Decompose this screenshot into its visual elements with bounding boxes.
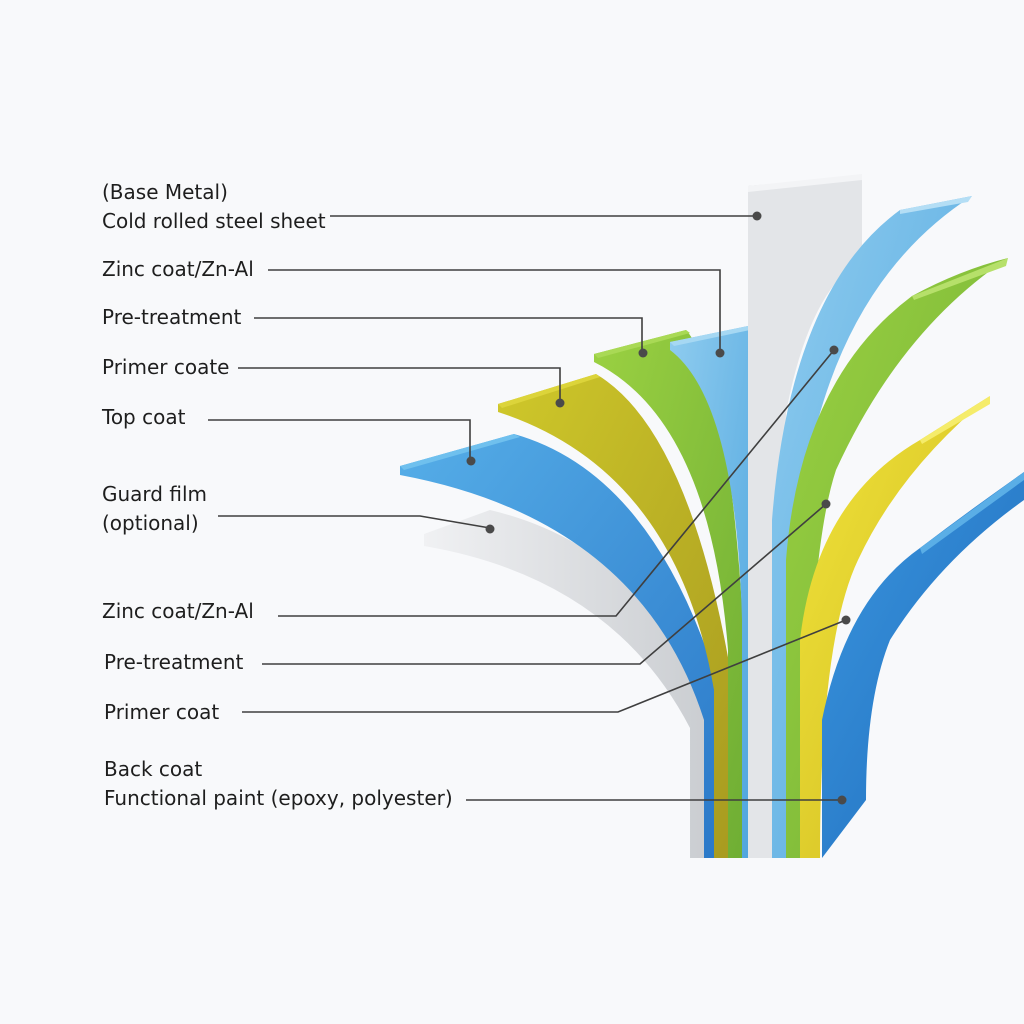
- label-pre-treatment-front: Pre-treatment: [102, 303, 241, 332]
- dot-primer-coate: [555, 398, 565, 408]
- dot-pre-treatment-front: [638, 348, 648, 358]
- label-base-metal-line-2: Cold rolled steel sheet: [102, 209, 326, 233]
- leader-primer-coat-back: [242, 619, 847, 713]
- dot-pre-treatment-back: [821, 499, 831, 509]
- label-base-metal-line-1: (Base Metal): [102, 180, 228, 204]
- label-base-metal: (Base Metal) Cold rolled steel sheet: [102, 178, 326, 236]
- leader-guard-film: [218, 515, 491, 529]
- label-primer-coate: Primer coate: [102, 353, 230, 382]
- back-zinc-coat-layer: [772, 196, 972, 858]
- label-top-coat: Top coat: [102, 403, 185, 432]
- leader-lines: [208, 215, 847, 801]
- front-layers: [400, 326, 752, 858]
- back-zinc-coat-edge: [900, 196, 972, 214]
- zinc-coat-layer: [670, 326, 752, 858]
- label-back-coat-line-2: Functional paint (epoxy, polyester): [104, 786, 453, 810]
- guard-film-layer: [424, 510, 718, 858]
- label-primer-coat-back: Primer coat: [104, 698, 219, 727]
- leader-primer-coate: [238, 367, 561, 402]
- back-primer-coat-layer: [800, 396, 990, 858]
- zinc-coat-edge: [670, 326, 750, 346]
- dot-base-metal: [752, 211, 762, 221]
- top-coat-layer: [400, 434, 724, 858]
- label-pre-treatment-front-text: Pre-treatment: [102, 305, 242, 329]
- label-primer-coate-text: Primer coate: [102, 355, 230, 379]
- label-pre-treatment-back-text: Pre-treatment: [104, 650, 244, 674]
- dot-back-coat: [837, 795, 847, 805]
- label-zinc-coat-back-text: Zinc coat/Zn-Al: [102, 599, 254, 623]
- dot-primer-coat-back: [841, 615, 851, 625]
- leader-zinc-coat-back: [278, 349, 835, 617]
- dot-zinc-coat-front: [715, 348, 725, 358]
- back-coat-edge: [920, 472, 1024, 554]
- leader-dots: [466, 211, 851, 805]
- leader-pre-treatment-back: [262, 503, 827, 665]
- label-guard-film: Guard film (optional): [102, 480, 207, 538]
- label-zinc-coat-front: Zinc coat/Zn-Al: [102, 255, 254, 284]
- label-zinc-coat-front-text: Zinc coat/Zn-Al: [102, 257, 254, 281]
- steel-sheet-face: [748, 176, 862, 858]
- leader-zinc-coat-front: [268, 269, 721, 352]
- label-primer-coat-back-text: Primer coat: [104, 700, 220, 724]
- dot-guard-film: [485, 524, 495, 534]
- label-guard-film-line-2: (optional): [102, 511, 199, 535]
- dot-zinc-coat-back: [829, 345, 839, 355]
- pre-treatment-layer: [594, 330, 744, 858]
- back-layers: [772, 196, 1024, 858]
- top-coat-edge: [400, 434, 520, 470]
- label-pre-treatment-back: Pre-treatment: [104, 648, 243, 677]
- steel-sheet-top-edge: [748, 174, 862, 192]
- leader-top-coat: [208, 419, 471, 460]
- dot-top-coat: [466, 456, 476, 466]
- primer-coate-layer: [498, 374, 732, 858]
- label-back-coat-line-1: Back coat: [104, 757, 203, 781]
- back-pre-treatment-edge: [912, 258, 1008, 300]
- label-zinc-coat-back: Zinc coat/Zn-Al: [102, 597, 254, 626]
- label-top-coat-text: Top coat: [102, 405, 186, 429]
- primer-coate-edge: [498, 374, 600, 408]
- back-pre-treatment-layer: [786, 258, 1008, 858]
- leader-pre-treatment-front: [254, 317, 643, 352]
- label-guard-film-line-1: Guard film: [102, 482, 207, 506]
- label-back-coat: Back coat Functional paint (epoxy, polye…: [104, 755, 453, 813]
- back-primer-coat-edge: [920, 396, 990, 444]
